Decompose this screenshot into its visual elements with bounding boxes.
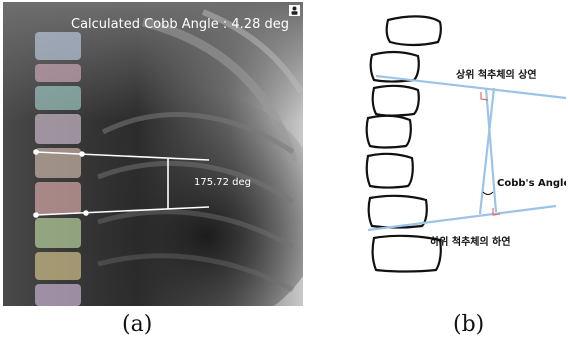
xray-image: 175.72 deg Calculated Cobb Angle : 4.28 … [3, 2, 303, 306]
landmark-point [33, 212, 39, 218]
person-icon [289, 5, 300, 16]
vertebra-outline [387, 16, 441, 45]
cobb-angle-diagram: 상위 척추체의 상연 Cobb's Angle 하위 척추체의 하연 [352, 0, 566, 300]
vertebral-column [35, 32, 81, 306]
cobb-construction-lines [368, 76, 566, 230]
caption-a: (a) [122, 314, 152, 336]
cropped-text-fragment [0, 338, 568, 343]
upper-endplate-label: 상위 척추체의 상연 [456, 68, 537, 81]
cobb-angle-header: Calculated Cobb Angle : 4.28 deg [71, 17, 289, 32]
vertebra-block [35, 64, 81, 82]
landmark-point [33, 149, 39, 155]
angle-arc [483, 192, 493, 195]
vertebra-block [35, 32, 81, 60]
diagram-svg: 상위 척추체의 상연 Cobb's Angle 하위 척추체의 하연 [352, 0, 566, 300]
vertebra-block [35, 218, 81, 248]
caption-b: (b) [453, 314, 484, 336]
vertebra-block [35, 252, 81, 280]
measurement-label: 175.72 deg [194, 177, 251, 188]
vertebra-block [35, 114, 81, 144]
vertebra-block [35, 182, 81, 214]
vertebra-block [35, 86, 81, 110]
lower-endplate-line [368, 206, 556, 230]
xray-panel: 175.72 deg Calculated Cobb Angle : 4.28 … [3, 2, 303, 306]
cobb-angle-label: Cobb's Angle [497, 178, 566, 189]
lower-endplate-label: 하위 척추체의 하연 [430, 235, 511, 248]
vertebra-block [35, 284, 81, 306]
vertebrae-outlines [367, 16, 441, 271]
landmark-point [79, 151, 85, 157]
landmark-point [83, 210, 89, 216]
vertebra-outline [367, 116, 411, 148]
vertebra-outline [373, 86, 419, 116]
vertebra-outline [367, 154, 413, 188]
